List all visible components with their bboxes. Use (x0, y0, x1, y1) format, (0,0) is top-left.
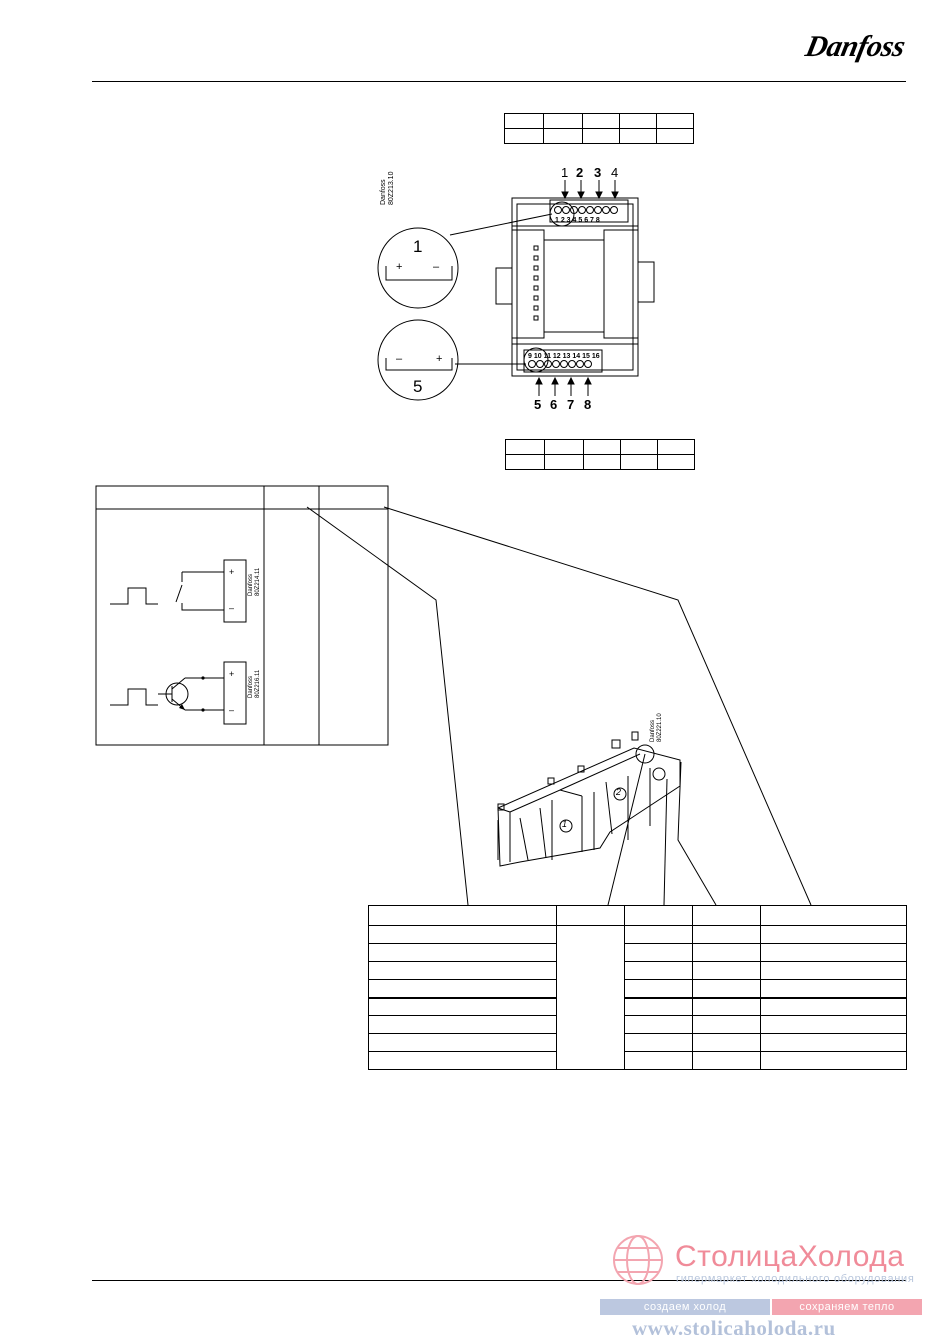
header-rule (92, 81, 906, 82)
watermark-title: СтолицаХолода (675, 1240, 905, 1273)
module-badge-1: 1 (562, 819, 568, 829)
module-marker: Danfoss 80Z221.10 (650, 713, 663, 742)
connection-table (368, 905, 907, 1070)
detail-number-1: 1 (413, 237, 423, 256)
leader-lines (306, 506, 812, 906)
callout-label-5: 5 (534, 397, 542, 412)
callout-label-4: 4 (611, 165, 619, 180)
callout-label-3: 3 (594, 165, 602, 180)
module-badge-2: 2 (616, 787, 622, 797)
watermark-subtitle: гипермаркет холодильного оборудования (676, 1273, 915, 1285)
callout-label-6: 6 (550, 397, 558, 412)
watermark-pill-right: сохраняем тепло (772, 1299, 922, 1315)
callout-label-8: 8 (584, 397, 592, 412)
wiring-table (95, 485, 389, 746)
detail-number-5: 5 (413, 377, 423, 396)
callout-label-7: 7 (567, 397, 575, 412)
watermark-url[interactable]: www.stolicaholoda.ru (632, 1316, 836, 1340)
detail-plus-sign: + (396, 261, 403, 273)
terminal-number: 9 10 11 12 13 14 15 16 (528, 353, 600, 360)
wiring-minus-sign: – (229, 705, 235, 715)
module-front-drawing: 1 2 3 4 5 6 7 8 9 10 11 12 13 14 15 16 (377, 180, 655, 401)
watermark-globe-icon (613, 1235, 663, 1285)
detail-minus-sign: – (433, 261, 440, 273)
detail-plus-sign: + (436, 353, 443, 365)
bottom-terminal-table (505, 439, 695, 470)
callout-label-2: 2 (576, 165, 584, 180)
wiring-plus-sign: + (229, 567, 235, 577)
top-terminal-table (504, 113, 694, 144)
watermark-pill-left: создаем холод (600, 1299, 770, 1315)
terminal-number: 1 2 3 4 5 6 7 8 (555, 217, 600, 224)
callout-label-1: 1 (561, 165, 569, 180)
wiring-plus-sign: + (229, 669, 235, 679)
footer-rule (92, 1280, 906, 1281)
wiring-minus-sign: – (229, 603, 235, 613)
detail-minus-sign: – (396, 353, 403, 365)
